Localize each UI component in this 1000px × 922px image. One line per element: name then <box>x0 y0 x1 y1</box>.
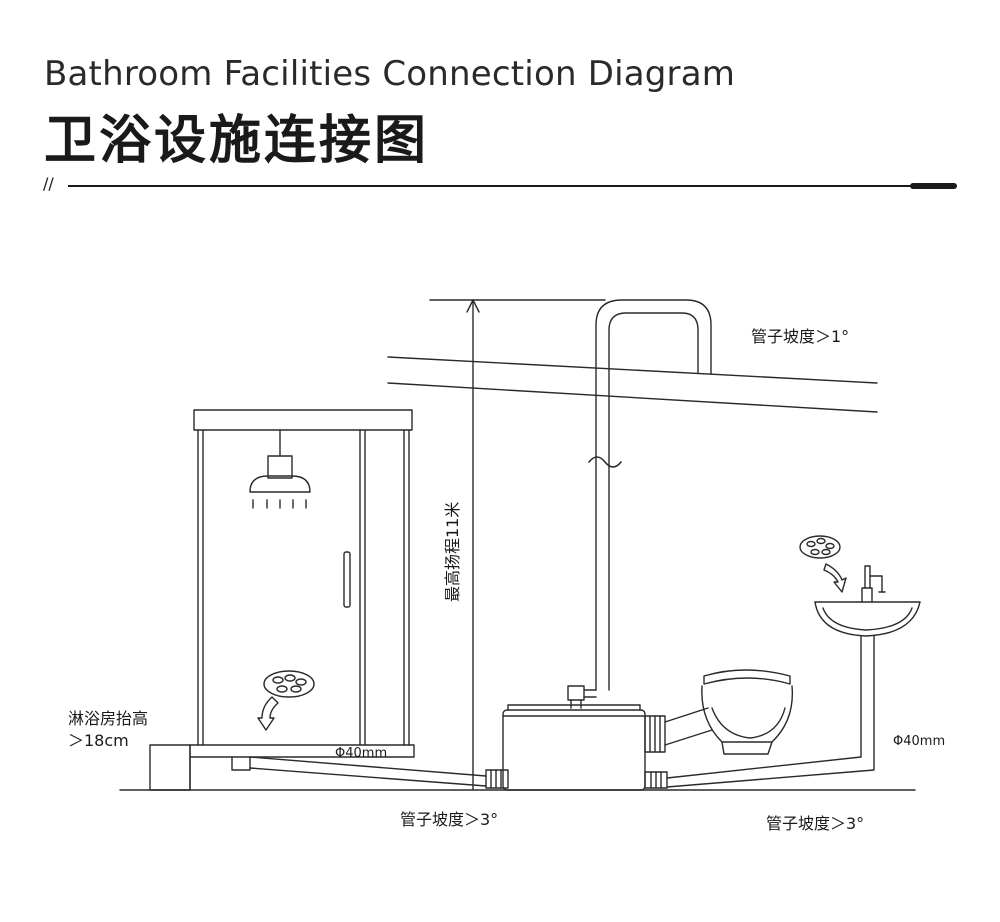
label-shower-raise-line2: ＞18cm <box>68 731 129 750</box>
label-slope-top: 管子坡度＞1° <box>751 327 849 346</box>
sink-drain-icon <box>799 535 841 559</box>
wall-hung-toilet <box>701 669 794 755</box>
header-marker: // <box>43 174 54 193</box>
label-shower-raise-line1: 淋浴房抬高 <box>68 709 148 728</box>
curved-arrow-icon <box>257 696 279 731</box>
shower-raise-step <box>149 744 191 791</box>
macerator-pump <box>502 704 668 791</box>
ceiling-lines <box>387 356 878 413</box>
curved-arrow-icon <box>823 563 847 593</box>
header-divider <box>68 185 956 187</box>
lift-height-dimension <box>429 299 606 791</box>
wash-basin <box>814 565 921 637</box>
basin-drain-pipe <box>666 635 875 788</box>
header-divider-accent <box>910 183 957 189</box>
floor-drain-icon <box>263 670 315 698</box>
label-slope-bottom-left: 管子坡度＞3° <box>400 810 498 829</box>
discharge-pipe <box>567 299 712 709</box>
toilet-connection-pipe <box>664 707 713 746</box>
title-english: Bathroom Facilities Connection Diagram <box>44 54 736 94</box>
shower-drain-pipe <box>249 756 509 789</box>
label-pipe-diameter-left: Φ40mm <box>335 746 387 761</box>
label-lift-height: 最高扬程11米 <box>443 502 462 602</box>
label-slope-bottom-right: 管子坡度＞3° <box>766 814 864 833</box>
label-pipe-diameter-right: Φ40mm <box>893 734 945 749</box>
shower-enclosure <box>189 409 415 791</box>
title-chinese: 卫浴设施连接图 <box>44 111 430 171</box>
